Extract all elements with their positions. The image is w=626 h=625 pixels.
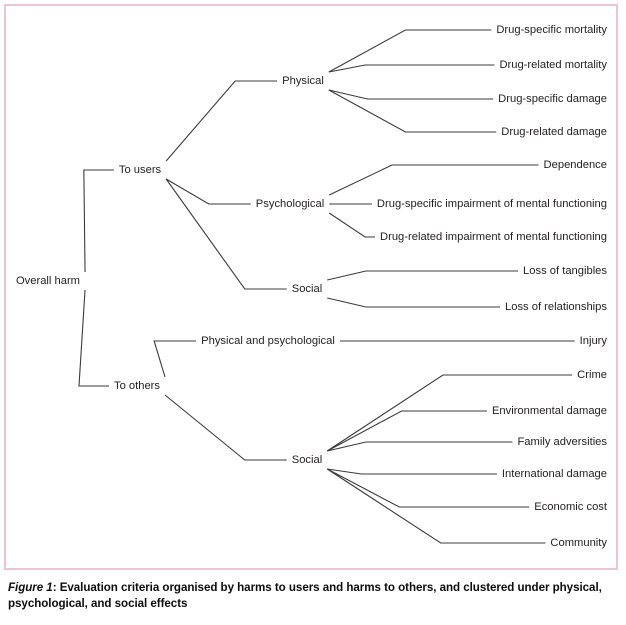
- link-social-to-others-to-international-damage: [327, 468, 497, 475]
- link-psychological-to-dependence: [328, 164, 539, 196]
- leaf-label-family-adversities: Family adversities: [517, 436, 607, 448]
- link-root-to-to-others: [78, 289, 109, 387]
- node-label-to-users: To users: [119, 164, 162, 176]
- leaf-label-crime: Crime: [577, 369, 607, 381]
- link-social-to-users-to-loss-of-tangibles: [327, 270, 519, 281]
- link-physical-to-drug-specific-mortality: [328, 29, 492, 73]
- node-label-physical-to-users: Physical: [282, 75, 324, 87]
- link-social-to-others-to-family-adversities: [327, 441, 513, 452]
- tree-nodes: Overall harm To users To others PhysicalPsy…: [16, 24, 608, 549]
- leaf-label-dependence: Dependence: [544, 159, 607, 171]
- link-to-users-to-social: [165, 178, 287, 290]
- caption-separator: :: [52, 581, 60, 594]
- link-social-to-others-to-economic-cost: [326, 468, 530, 508]
- leaf-label-economic-cost: Economic cost: [534, 501, 608, 513]
- leaf-label-environmental-damage: Environmental damage: [492, 405, 607, 417]
- link-psychological-to-drug-related-impairment-of-mental-functioning: [328, 212, 376, 238]
- link-to-others-to-social: [164, 394, 287, 461]
- tree-links: [78, 29, 575, 544]
- leaf-label-drug-related-mortality: Drug-related mortality: [499, 59, 607, 71]
- leaf-label-injury: Injury: [580, 335, 608, 347]
- caption-body: Evaluation criteria organised by harms t…: [8, 581, 602, 611]
- link-physical-to-drug-related-mortality: [328, 64, 495, 73]
- leaf-label-international-damage: International damage: [502, 468, 607, 480]
- link-to-users-to-psychological: [165, 178, 251, 205]
- leaf-label-loss-of-relationships: Loss of relationships: [505, 301, 607, 313]
- diagram-panel: [4, 4, 618, 570]
- leaf-label-drug-related-impairment-of-mental-functioning: Drug-related impairment of mental functi…: [380, 231, 607, 243]
- leaf-label-loss-of-tangibles: Loss of tangibles: [523, 265, 607, 277]
- leaf-label-drug-specific-damage: Drug-specific damage: [498, 93, 607, 105]
- harm-criteria-tree: Overall harm To users To others PhysicalPsy…: [16, 24, 608, 549]
- link-physical-to-drug-specific-damage: [328, 89, 494, 100]
- leaf-label-drug-related-damage: Drug-related damage: [501, 126, 607, 138]
- figure-number: Figure 1: [8, 581, 53, 594]
- node-label-social-to-users: Social: [292, 283, 322, 295]
- link-root-to-to-users: [83, 169, 114, 273]
- figure-caption: Figure 1: Evaluation criteria organised …: [8, 580, 620, 613]
- link-to-users-to-physical: [165, 80, 278, 162]
- link-social-to-others-to-crime: [326, 374, 573, 452]
- node-label-to-others: To others: [114, 380, 160, 392]
- leaf-label-drug-specific-mortality: Drug-specific mortality: [496, 24, 607, 36]
- node-label-psychological-to-users: Psychological: [256, 198, 324, 210]
- node-label-social-to-others: Social: [292, 454, 322, 466]
- leaf-label-community: Community: [550, 537, 607, 549]
- link-social-to-users-to-loss-of-relationships: [327, 297, 500, 308]
- link-to-others-to-physical-and-psychological: [153, 340, 197, 378]
- node-label-overall-harm: Overall harm: [16, 275, 80, 287]
- link-physical-to-drug-related-damage: [328, 89, 497, 133]
- link-social-to-others-to-environmental-damage: [326, 410, 487, 452]
- node-label-physical-and-psychological-to-others: Physical and psychological: [201, 335, 335, 347]
- leaf-label-drug-specific-impairment-of-mental-functioning: Drug-specific impairment of mental funct…: [377, 198, 607, 210]
- link-social-to-others-to-community: [326, 468, 546, 544]
